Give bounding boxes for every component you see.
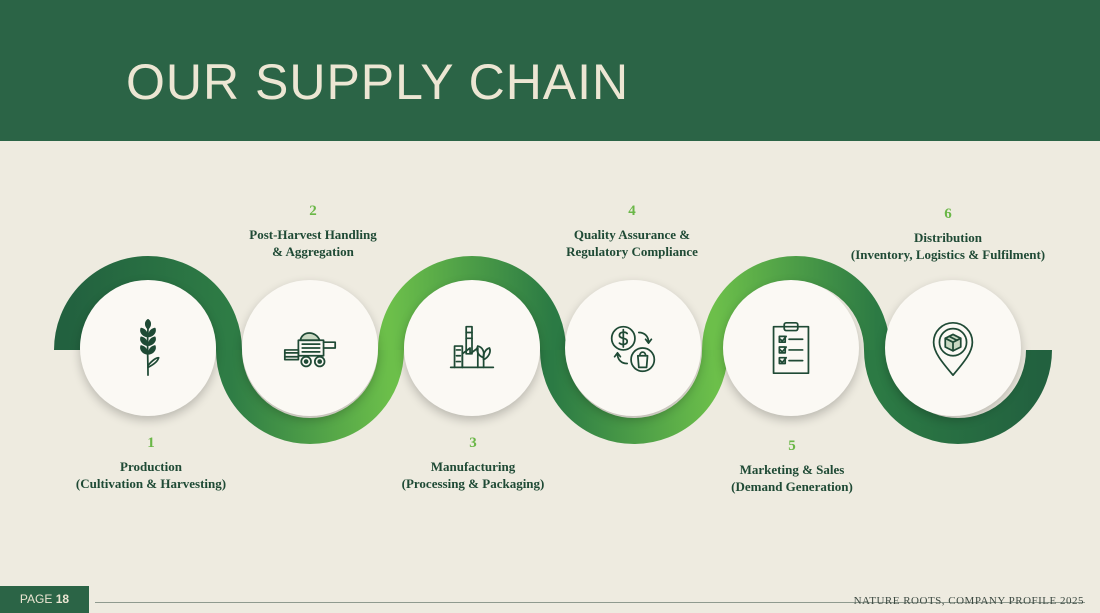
wheat-icon [140, 319, 160, 376]
step-1-subtitle: (Cultivation & Harvesting) [75, 476, 227, 491]
step-4-subtitle: Regulatory Compliance [566, 244, 698, 259]
step-6-subtitle: (Inventory, Logistics & Fulfilment) [850, 247, 1046, 262]
page-label: PAGE [19, 592, 53, 606]
step-5-number: 5 [788, 438, 796, 454]
step-circle-5 [723, 280, 859, 416]
step-1-label: 1 Production (Cultivation & Harvesting) [31, 435, 271, 492]
step-6-label: 6 Distribution (Inventory, Logistics & F… [828, 206, 1068, 263]
step-2-number: 2 [309, 203, 317, 219]
ribbon-segment-4 [540, 349, 728, 444]
step-1-title: Production [120, 459, 182, 474]
step-1-number: 1 [147, 435, 155, 451]
step-2-label: 2 Post-Harvest Handling & Aggregation [193, 203, 433, 260]
step-circle-3 [404, 280, 540, 416]
step-6-title: Distribution [914, 230, 982, 245]
ribbon-segment-6 [864, 349, 1052, 444]
step-5-label: 5 Marketing & Sales (Demand Generation) [672, 438, 912, 495]
step-2-subtitle: & Aggregation [272, 244, 354, 259]
ribbon-segment-2 [216, 349, 404, 444]
step-5-title: Marketing & Sales [739, 462, 845, 477]
step-6-number: 6 [944, 206, 952, 222]
location-box-icon [932, 322, 974, 376]
step-3-label: 3 Manufacturing (Processing & Packaging) [353, 435, 593, 492]
step-4-label: 4 Quality Assurance & Regulatory Complia… [512, 203, 752, 260]
step-4-number: 4 [628, 203, 636, 219]
page-title: OUR SUPPLY CHAIN [126, 54, 630, 110]
title-banner [0, 0, 1100, 141]
step-3-title: Manufacturing [430, 459, 516, 474]
step-2-title: Post-Harvest Handling [249, 227, 377, 242]
ribbon-segment-1 [54, 256, 242, 351]
ribbon-segment-5 [702, 256, 890, 351]
factory-leaf-icon [449, 325, 495, 369]
step-3-number: 3 [469, 435, 477, 451]
step-3-subtitle: (Processing & Packaging) [401, 476, 545, 491]
step-circle-6 [885, 280, 1021, 416]
step-circle-1 [80, 280, 216, 416]
ribbon-segment-3 [378, 256, 566, 351]
money-exchange-icon [610, 325, 656, 373]
step-circle-2 [242, 280, 378, 416]
footer-divider [95, 602, 1085, 603]
step-circle-4 [565, 280, 701, 416]
step-4-title: Quality Assurance & [573, 227, 691, 242]
harvester-icon [283, 332, 337, 368]
clipboard-checklist-icon [772, 321, 810, 375]
footer-company-text: NATURE ROOTS, COMPANY PROFILE 2025 [853, 595, 1084, 607]
step-5-subtitle: (Demand Generation) [731, 479, 853, 494]
page-number: 18 [55, 592, 70, 606]
page-number-badge: PAGE 18 [0, 586, 89, 613]
